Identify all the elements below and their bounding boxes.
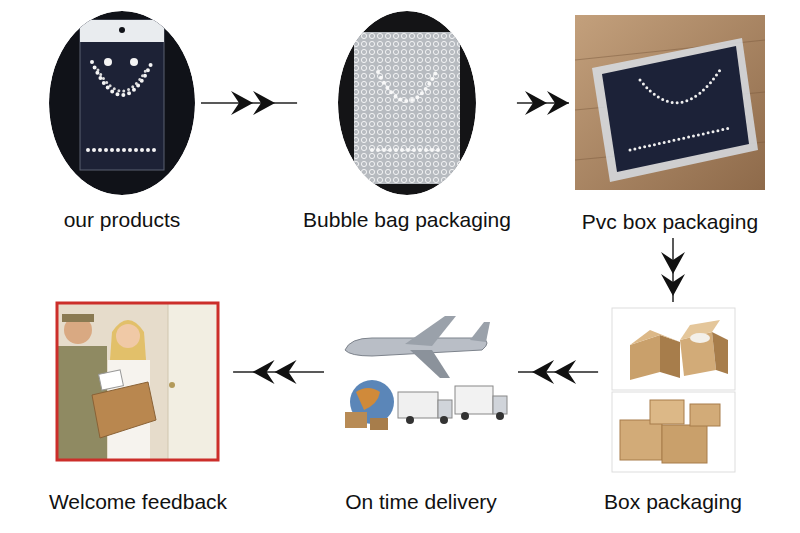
flow-arrow bbox=[518, 360, 598, 384]
delivery-picture bbox=[345, 316, 507, 430]
pvc-box-photo bbox=[575, 15, 765, 190]
flow-arrow bbox=[201, 91, 297, 115]
step-node: Box packaging bbox=[598, 302, 748, 518]
carton-photo bbox=[612, 308, 735, 472]
step-caption: Pvc box packaging bbox=[575, 210, 765, 234]
flow-arrow bbox=[233, 360, 324, 384]
flow-arrow bbox=[661, 238, 685, 302]
chevron-head bbox=[532, 360, 554, 384]
chevron-head bbox=[275, 360, 297, 384]
step-node: our products bbox=[43, 6, 201, 236]
step-node: Welcome feedback bbox=[43, 297, 233, 518]
step-node: Bubble bag packaging bbox=[297, 7, 517, 236]
product-photo bbox=[49, 11, 195, 195]
step-caption: our products bbox=[49, 208, 195, 232]
chevron-head bbox=[661, 274, 685, 296]
step-caption: Welcome feedback bbox=[49, 490, 227, 514]
step-caption: Box packaging bbox=[604, 490, 742, 514]
chevron-head bbox=[525, 91, 547, 115]
step-node: Pvc box packaging bbox=[569, 11, 771, 238]
chevron-head bbox=[554, 360, 576, 384]
step-caption: Bubble bag packaging bbox=[303, 208, 511, 232]
feedback-photo bbox=[57, 303, 218, 460]
chevron-head bbox=[253, 91, 275, 115]
flow-arrow bbox=[517, 91, 569, 115]
chevron-head bbox=[231, 91, 253, 115]
step-node: On time delivery bbox=[324, 310, 518, 518]
chevron-head bbox=[253, 360, 275, 384]
chevron-head bbox=[547, 91, 569, 115]
step-caption: On time delivery bbox=[330, 490, 512, 514]
bubble-bag-photo bbox=[338, 11, 476, 195]
chevron-head bbox=[661, 252, 685, 274]
